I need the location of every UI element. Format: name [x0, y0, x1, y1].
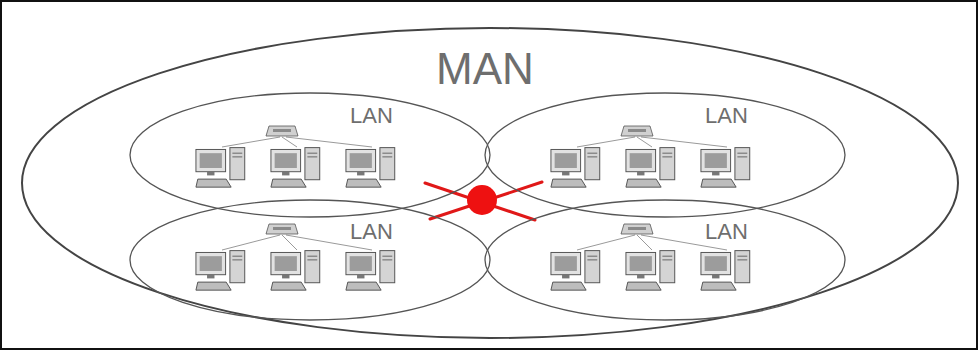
lan-circle-outline [130, 93, 490, 217]
computer-icon [346, 148, 395, 188]
computer-icon [551, 148, 600, 188]
network-title: MAN [436, 44, 534, 95]
computer-icon [196, 148, 245, 188]
lan-circle: LAN [130, 200, 490, 320]
lan-circle: LAN [485, 200, 845, 320]
hub-icon [266, 126, 298, 136]
computer-icon [551, 251, 600, 291]
computer-icon [626, 148, 675, 188]
network-label: LAN [350, 219, 393, 244]
network-label: LAN [705, 219, 748, 244]
hub-icon [621, 224, 653, 234]
lan-circle-outline [485, 200, 845, 320]
hub-icon [621, 126, 653, 136]
man-ellipse: MAN LAN LAN LAN LAN [22, 28, 958, 338]
network-label: LAN [705, 103, 748, 128]
network-label: LAN [350, 103, 393, 128]
computer-icon [626, 251, 675, 291]
hub-icon [266, 224, 298, 234]
computer-icon [271, 148, 320, 188]
lan-circle: LAN [130, 93, 490, 217]
computer-icon [346, 251, 395, 291]
lan-circle-outline [130, 200, 490, 320]
computer-icon [701, 251, 750, 291]
lan-equipment [222, 137, 727, 250]
backbone-hub [467, 185, 497, 215]
backbone-cross [425, 182, 542, 220]
lan-circle-outline [485, 93, 845, 217]
computer-icon [701, 148, 750, 188]
computer-icon [196, 251, 245, 291]
computer-icon [271, 251, 320, 291]
lan-circle: LAN [485, 93, 845, 217]
